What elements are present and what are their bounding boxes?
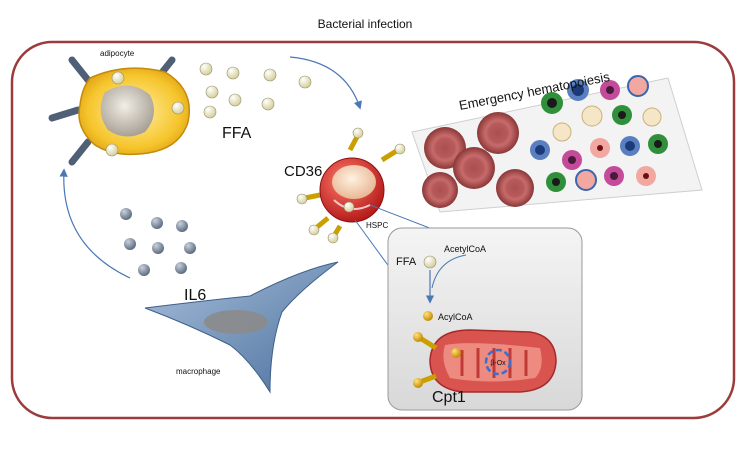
fao-inset bbox=[387, 227, 583, 411]
hspc-label: HSPC bbox=[366, 221, 388, 230]
cd36-label: CD36 bbox=[284, 163, 322, 180]
acetylcoa-label: AcetylCoA bbox=[444, 244, 486, 254]
macrophage-label: macrophage bbox=[176, 367, 221, 376]
beta-ox-label: β-Ox bbox=[490, 360, 506, 367]
diagram-title: Bacterial infection bbox=[318, 17, 413, 31]
adipocyte-label: adipocyte bbox=[100, 49, 135, 58]
acylcoa-label: AcylCoA bbox=[438, 312, 473, 322]
il6-beads bbox=[120, 208, 196, 276]
hspc-to-inset-line-2 bbox=[354, 219, 391, 269]
macrophage-cell bbox=[144, 261, 339, 394]
ffa-inset-label: FFA bbox=[396, 256, 417, 268]
blood-cell-icon bbox=[422, 112, 534, 208]
ffa-beads bbox=[199, 62, 312, 119]
cpt1-label: Cpt1 bbox=[432, 389, 466, 406]
arrow-il6-to-adipocyte bbox=[59, 168, 131, 279]
hematopoiesis-panel bbox=[411, 75, 703, 213]
arrow-ffa-to-hspc bbox=[289, 56, 362, 110]
leukocyte-icons bbox=[530, 75, 668, 192]
hspc-cell bbox=[296, 127, 406, 244]
ffa-label: FFA bbox=[222, 125, 252, 142]
main-frame bbox=[10, 40, 736, 420]
cpt1-receptor-icon bbox=[413, 332, 461, 388]
adipocyte-cell bbox=[48, 56, 190, 166]
mitochondrion-icon bbox=[429, 329, 557, 393]
il6-label: IL6 bbox=[184, 287, 206, 304]
cd36-receptor-icon bbox=[296, 127, 406, 244]
